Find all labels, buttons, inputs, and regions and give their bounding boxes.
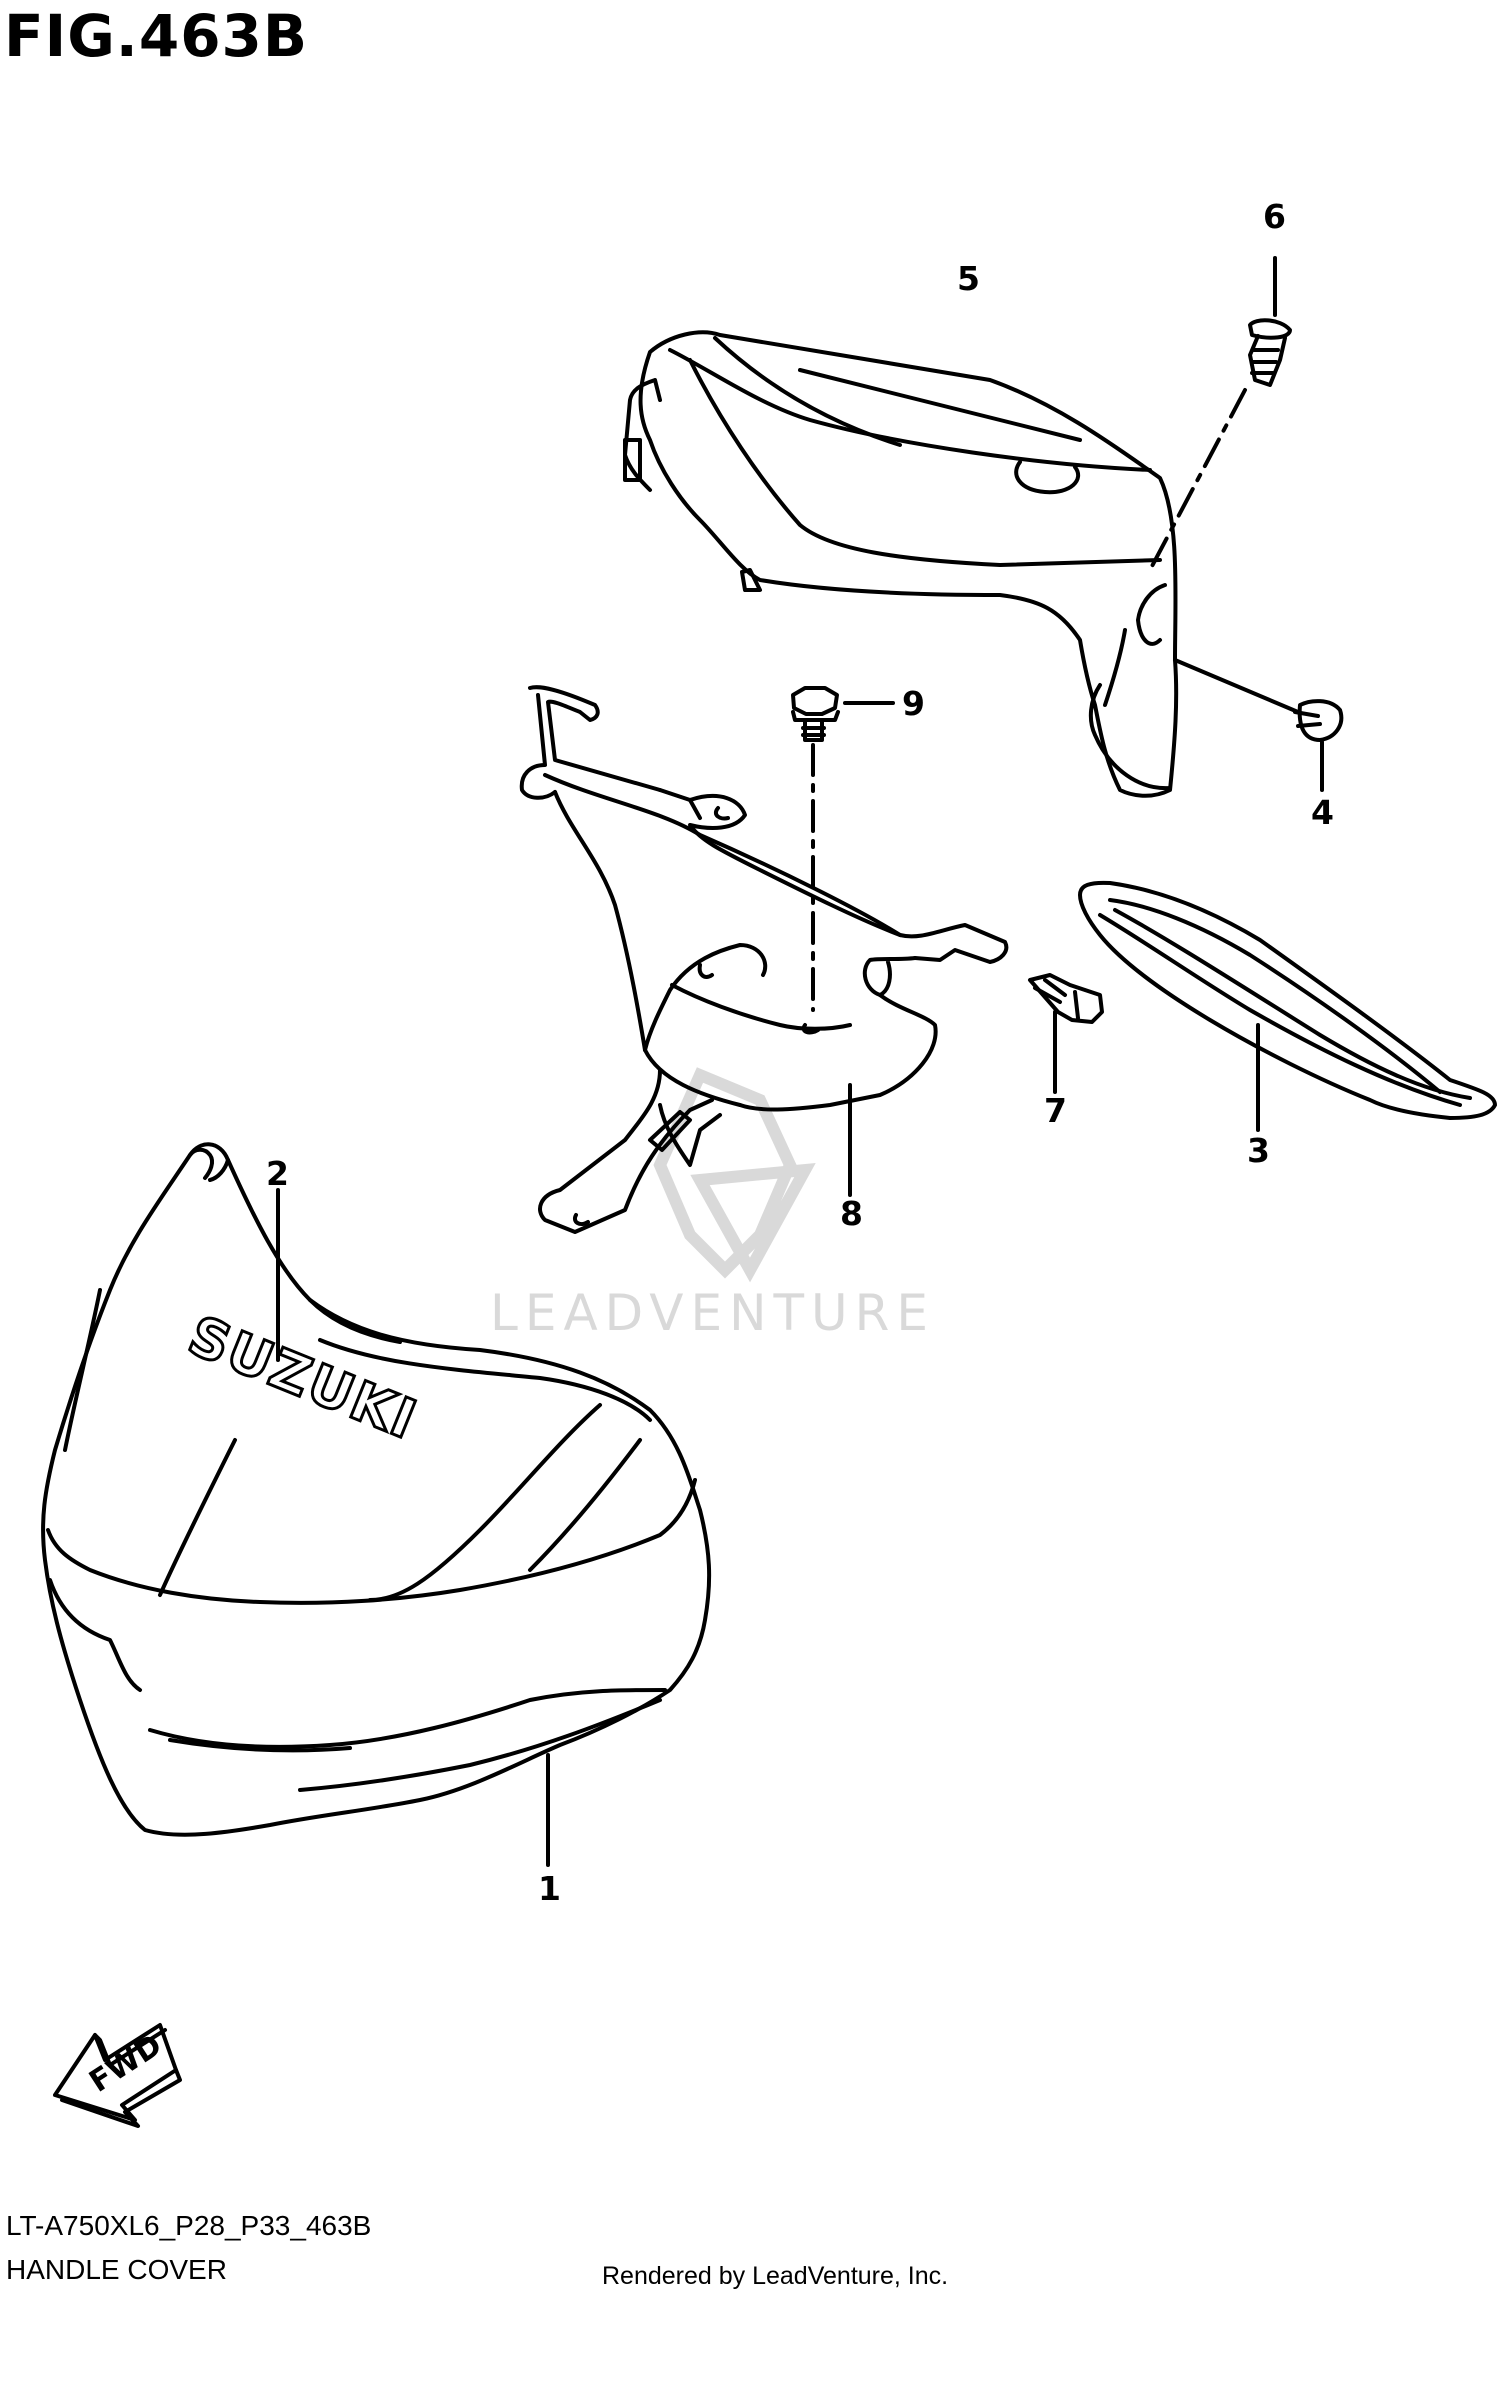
part-8-bracket <box>519 685 1009 1234</box>
part-4-clip <box>1293 699 1344 742</box>
part-5-upper-cover <box>623 330 1179 798</box>
leadventure-watermark: LEADVENTURE <box>490 1067 935 1342</box>
callout-2: 2 <box>266 1154 289 1193</box>
part-6-screw <box>1248 318 1292 387</box>
callout-9: 9 <box>902 684 925 723</box>
part-3-garnish <box>1078 880 1497 1120</box>
callout-7: 7 <box>1044 1091 1067 1130</box>
figure-title: FIG.463B <box>4 2 309 70</box>
rendered-by-credit: Rendered by LeadVenture, Inc. <box>602 2262 949 2290</box>
callout-8: 8 <box>840 1194 863 1233</box>
model-code: LT-A750XL6_P28_P33_463B <box>6 2210 372 2241</box>
assembly-line-4 <box>1173 658 1300 714</box>
part-7-clip <box>1028 973 1104 1024</box>
callout-6: 6 <box>1263 197 1286 236</box>
callout-1: 1 <box>538 1869 561 1908</box>
callout-4: 4 <box>1311 793 1334 832</box>
callout-3: 3 <box>1247 1131 1270 1170</box>
watermark-text: LEADVENTURE <box>490 1284 935 1342</box>
diagram-caption: HANDLE COVER <box>6 2254 227 2285</box>
suzuki-emblem: SUZUKI <box>180 1304 426 1452</box>
callout-5: 5 <box>957 259 980 298</box>
fwd-direction-arrow <box>53 2023 182 2128</box>
part-9-bolt <box>791 686 840 742</box>
part-1-lower-cover <box>41 1142 712 1837</box>
assembly-line-6 <box>1148 388 1247 572</box>
